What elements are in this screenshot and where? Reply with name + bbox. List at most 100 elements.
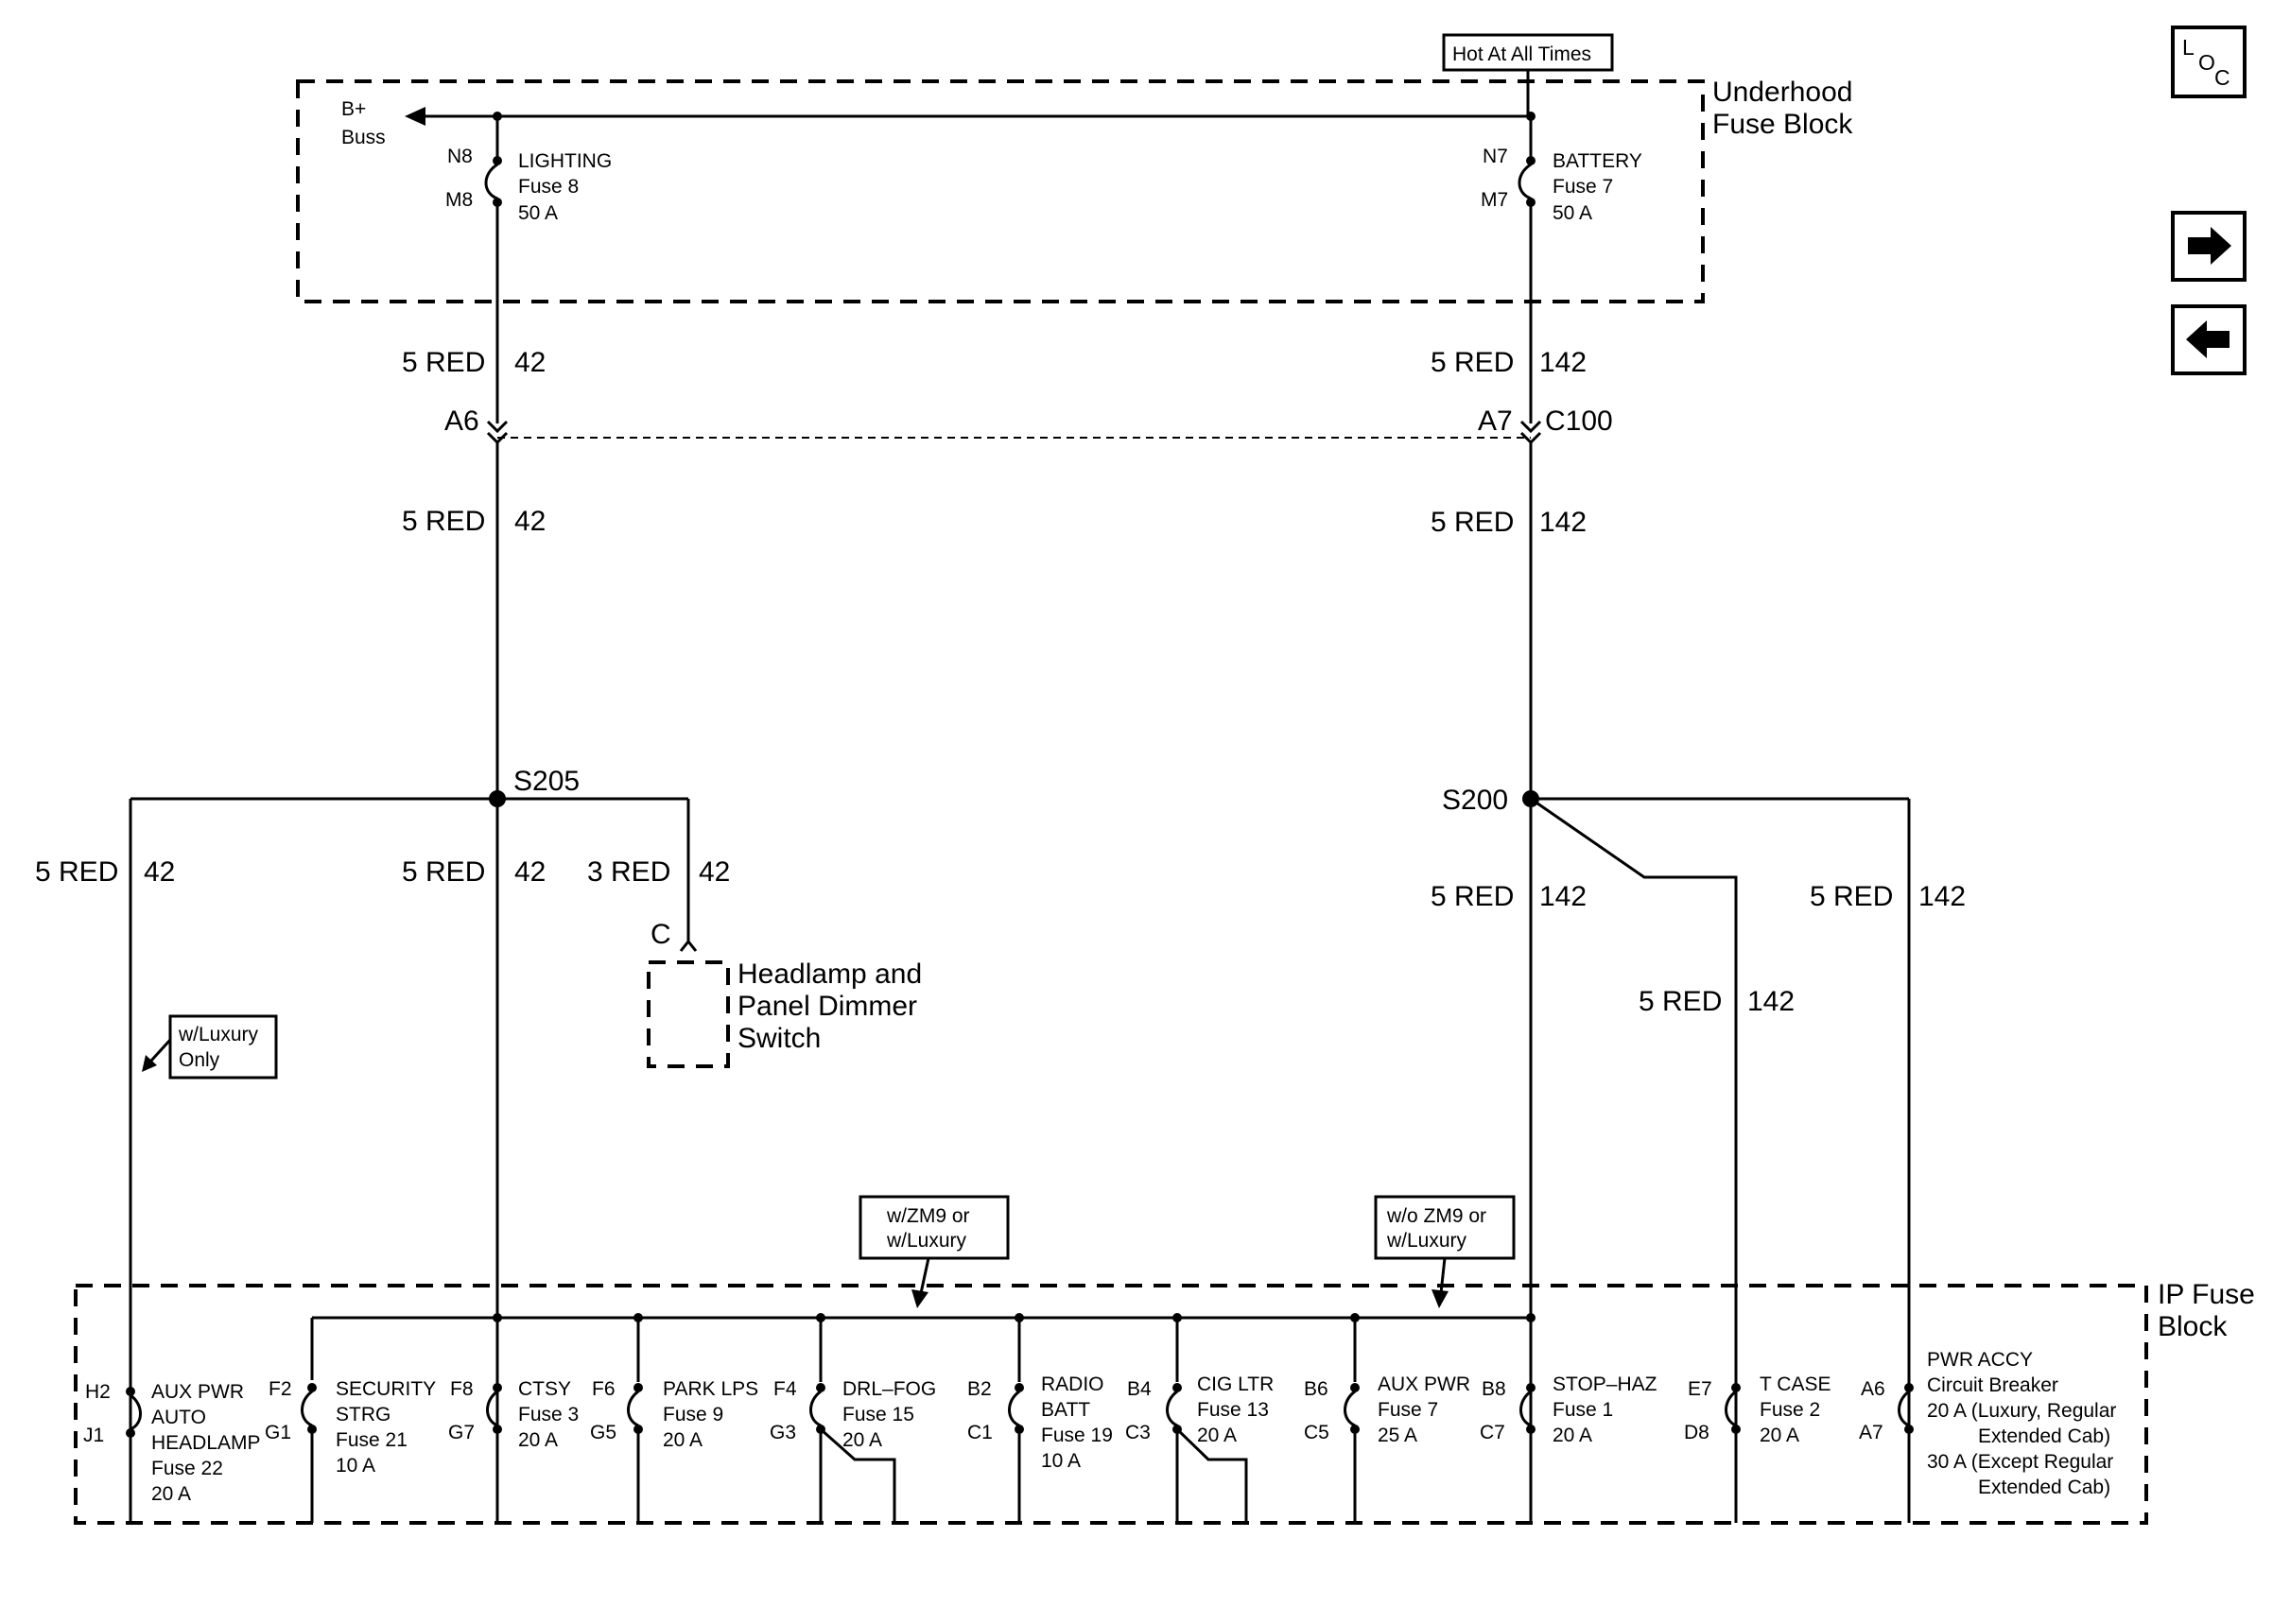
ip-fuse-label: 20 A	[151, 1483, 191, 1505]
ip-fuse: F6 G5 PARK LPS Fuse 9 20 A	[590, 1318, 758, 1523]
wire-color-label: 3 RED	[587, 856, 670, 888]
note-line1: w/ZM9 or	[886, 1205, 970, 1227]
battery-fuse: N7 M7 BATTERY Fuse 7 50 A	[1481, 116, 1642, 224]
wire-color-label: 5 RED	[1431, 347, 1514, 378]
ip-fuse-pin-bottom: G7	[448, 1422, 475, 1443]
ip-fuse-label: 10 A	[1041, 1450, 1081, 1472]
circuit-number-label: 42	[144, 856, 175, 888]
circuit-number-label: 142	[1539, 881, 1587, 912]
wire-color-label: 5 RED	[1639, 986, 1722, 1017]
c100-connector: A6 A7 C100	[444, 406, 1613, 445]
ip-fuse-label: AUX PWR	[1378, 1373, 1470, 1395]
ip-fuse-label: 20 A	[842, 1429, 882, 1451]
loc-letter: O	[2198, 50, 2215, 75]
battery-pin-top: N7	[1483, 146, 1508, 167]
arrow-left-icon	[2186, 320, 2230, 358]
loc-button[interactable]: L O C	[2171, 26, 2247, 98]
note-arrow-icon	[142, 1055, 157, 1072]
ip-fuse-label: Fuse 7	[1378, 1399, 1438, 1421]
dimmer-label-line2: Panel Dimmer	[737, 991, 917, 1022]
ip-fuse-pin-bottom: G3	[770, 1422, 796, 1443]
underhood-fuse-block-outline	[296, 79, 1705, 303]
battery-amps: 50 A	[1553, 202, 1592, 224]
ip-fuse-label: RADIO	[1041, 1373, 1104, 1395]
s205-splice: S205	[129, 766, 698, 1523]
bplus-label: B+	[341, 98, 366, 120]
wire-color-label: 5 RED	[402, 506, 485, 537]
ip-fuse-label: Fuse 3	[518, 1404, 579, 1425]
ip-fuse-pin-top: A6	[1861, 1378, 1885, 1400]
ip-fuse-pin-top: E7	[1688, 1378, 1712, 1400]
ip-fuse-pin-top: F6	[592, 1378, 616, 1400]
ip-fuse-block-outline	[74, 1284, 2148, 1525]
dimmer-pin: C	[651, 919, 671, 950]
ip-fuse-label: T CASE	[1760, 1373, 1831, 1395]
ip-fuse-pin-bottom: J1	[83, 1425, 104, 1446]
ip-fuse-label: PARK LPS	[663, 1378, 758, 1400]
note-line1: w/Luxury	[178, 1024, 259, 1045]
ip-fuse: B8 C7 STOP–HAZ Fuse 1 20 A	[1480, 1373, 1657, 1446]
ip-fuse-label: SECURITY	[336, 1378, 436, 1400]
ip-fuse-block: IP Fuse Block H2 J1 AUX PWR AUTO HEADLAM…	[74, 1279, 2255, 1525]
note-line1: w/o ZM9 or	[1386, 1205, 1486, 1227]
ip-title-line1: IP Fuse	[2158, 1279, 2255, 1310]
lighting-amps: 50 A	[518, 202, 558, 224]
splice-dot	[489, 790, 506, 807]
ip-fuse-label: Fuse 22	[151, 1458, 223, 1479]
ip-fuse: F4 G3 DRL–FOG Fuse 15 20 A	[770, 1318, 936, 1523]
ip-fuse-pin-bottom: C1	[967, 1422, 993, 1443]
circuit-number-label: 42	[514, 347, 546, 378]
ip-fuse: H2 J1 AUX PWR AUTO HEADLAMP Fuse 22 20 A	[83, 1381, 261, 1505]
ip-fuse: A6 A7 PWR ACCY Circuit Breaker 20 A (Lux…	[1859, 1349, 2116, 1498]
ip-fuse-label: Fuse 21	[336, 1429, 408, 1451]
lighting-name: LIGHTING	[518, 150, 612, 172]
wire-color-label: 5 RED	[1431, 881, 1514, 912]
ip-fuse-label: Fuse 19	[1041, 1425, 1113, 1446]
lighting-pin-top: N8	[447, 146, 473, 167]
note-arrow-icon	[1431, 1289, 1449, 1308]
note-box	[859, 1195, 1010, 1260]
dimmer-switch-outline	[647, 960, 730, 1068]
wire-color-label: 5 RED	[1810, 881, 1893, 912]
ip-fuse: E7 D8 T CASE Fuse 2 20 A	[1684, 1373, 1831, 1446]
ip-fuse-label: CIG LTR	[1197, 1373, 1274, 1395]
ip-fuse: B6 C5 AUX PWR Fuse 7 25 A	[1304, 1318, 1470, 1523]
ip-fuse-label: 20 A (Luxury, Regular	[1927, 1400, 2116, 1422]
ip-fuse-label: AUTO	[151, 1407, 206, 1428]
circuit-number-label: 42	[699, 856, 730, 888]
ip-fuse-label: Fuse 2	[1760, 1399, 1820, 1421]
wo-zm9-note: w/o ZM9 or w/Luxury	[1374, 1195, 1516, 1308]
underhood-title-line2: Fuse Block	[1712, 109, 1853, 140]
ip-fuse-pin-top: F4	[773, 1378, 797, 1400]
c100-name: C100	[1545, 406, 1613, 437]
ip-fuse-pin-top: B2	[967, 1378, 992, 1400]
circuit-number-label: 42	[514, 506, 546, 537]
ip-fuse-pin-top: B6	[1304, 1378, 1328, 1400]
next-page-button[interactable]	[2171, 211, 2247, 282]
ip-fuse: F2 G1 SECURITY STRG Fuse 21 10 A	[265, 1378, 436, 1523]
wire-color-label: 5 RED	[402, 856, 485, 888]
ip-fuse-label: CTSY	[518, 1378, 571, 1400]
ip-fuse-label: Circuit Breaker	[1927, 1374, 2058, 1396]
ip-fuse-pin-bottom: C5	[1304, 1422, 1329, 1443]
s200-splice: S200	[1442, 785, 1911, 1523]
loc-letter: L	[2182, 35, 2195, 60]
ip-fuse-label: 20 A	[518, 1429, 558, 1451]
previous-page-button[interactable]	[2171, 304, 2247, 375]
ip-fuse-pin-bottom: G5	[590, 1422, 616, 1443]
circuit-number-label: 142	[1747, 986, 1795, 1017]
s205-label: S205	[513, 766, 580, 797]
c100-pin-right: A7	[1478, 406, 1513, 437]
ip-fuse-pin-top: B4	[1127, 1378, 1152, 1400]
ip-fuse-label: STRG	[336, 1404, 390, 1425]
bplus-arrow-icon	[405, 107, 425, 126]
ip-fuse-pin-bottom: C7	[1480, 1422, 1505, 1443]
battery-fuse-number: Fuse 7	[1553, 176, 1613, 198]
ip-fuse-label: 20 A	[1197, 1425, 1237, 1446]
hot-at-all-times-box	[1442, 33, 1614, 72]
ip-fuse-pin-bottom: G1	[265, 1422, 291, 1443]
ip-fuse-pin-top: B8	[1482, 1378, 1506, 1400]
wire-color-label: 5 RED	[402, 347, 485, 378]
ip-fuse-pin-top: F2	[269, 1378, 292, 1400]
ip-fuse-label: AUX PWR	[151, 1381, 244, 1403]
